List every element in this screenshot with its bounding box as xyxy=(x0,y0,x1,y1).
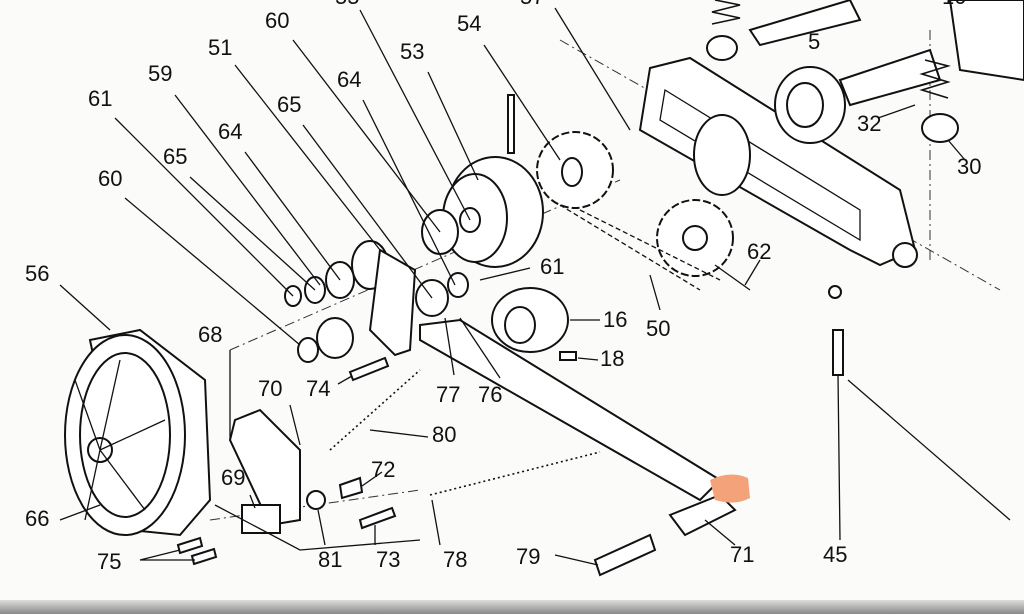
callout-label: 72 xyxy=(371,457,395,482)
callout-label: 69 xyxy=(221,465,245,490)
callout-label: 45 xyxy=(823,542,847,567)
sprocket-lower xyxy=(656,199,734,277)
washer-81 xyxy=(306,490,326,510)
callout-label: 32 xyxy=(857,111,881,136)
callout-label: 65 xyxy=(277,92,301,117)
spring-top xyxy=(706,0,741,61)
callout-label: 60 xyxy=(98,166,122,191)
callout-label: 30 xyxy=(957,154,981,179)
sprocket-upper xyxy=(536,131,614,209)
centerline xyxy=(559,39,1001,291)
callout-label: 71 xyxy=(730,542,754,567)
callout-label: 62 xyxy=(747,239,771,264)
timing-gear-53 xyxy=(442,156,544,268)
callout-label: 75 xyxy=(97,549,121,574)
nut-45 xyxy=(828,285,842,299)
callout-label: 50 xyxy=(646,316,670,341)
callout-label: 70 xyxy=(258,376,282,401)
callout-label: 64 xyxy=(337,67,361,92)
callout-label: 78 xyxy=(443,547,467,572)
pulley-5 xyxy=(774,66,846,144)
pedal-pad-71 xyxy=(668,493,737,537)
callout-label: 61 xyxy=(540,254,564,279)
pin xyxy=(507,94,515,154)
callout-label: 59 xyxy=(148,61,172,86)
callout-label: 65 xyxy=(163,144,187,169)
pulley-16 xyxy=(491,287,569,353)
leader-lines xyxy=(59,7,1011,566)
callout-label: 18 xyxy=(600,346,624,371)
callout-label: 64 xyxy=(218,119,242,144)
callout-label: 76 xyxy=(478,382,502,407)
highlight-mark xyxy=(710,474,750,503)
handwheel-66 xyxy=(64,328,212,537)
pad-79 xyxy=(593,533,657,577)
shaft xyxy=(748,0,862,47)
callout-label: 56 xyxy=(25,261,49,286)
screw-74 xyxy=(348,356,390,382)
callout-label: 16 xyxy=(603,307,627,332)
spring-80 xyxy=(329,369,421,451)
shaft xyxy=(838,48,942,107)
callout-label: 79 xyxy=(516,544,540,569)
callout-label: 73 xyxy=(376,547,400,572)
callout-label: 5 xyxy=(808,29,820,54)
pin-62 xyxy=(714,264,751,291)
bolt-45 xyxy=(832,329,844,376)
callout-label: 66 xyxy=(25,506,49,531)
callout-label: 74 xyxy=(306,376,330,401)
spring-32 xyxy=(919,59,959,143)
callout-label: 68 xyxy=(198,322,222,347)
callout-label: 55 xyxy=(335,0,359,9)
callout-label: 80 xyxy=(432,422,456,447)
gear-housing-frame xyxy=(638,56,918,268)
callout-label: 51 xyxy=(208,35,232,60)
lever xyxy=(419,318,722,502)
callout-label: 57 xyxy=(520,0,544,9)
callout-label: 54 xyxy=(457,11,481,36)
callout-label: 77 xyxy=(436,382,460,407)
callout-label: 60 xyxy=(265,8,289,33)
base-plate-edge xyxy=(214,504,421,551)
callout-label: 53 xyxy=(400,39,424,64)
callout-label: 61 xyxy=(88,86,112,111)
callout-label: 81 xyxy=(318,547,342,572)
spring-78 xyxy=(429,451,601,496)
motor-housing xyxy=(948,0,1024,82)
chain xyxy=(559,204,721,291)
centerline xyxy=(229,179,621,351)
callout-label: 10 xyxy=(942,0,966,9)
scan-edge xyxy=(0,600,1024,614)
screw-72 xyxy=(338,476,364,500)
screw-73 xyxy=(358,506,397,530)
set-screw-18 xyxy=(559,351,577,361)
